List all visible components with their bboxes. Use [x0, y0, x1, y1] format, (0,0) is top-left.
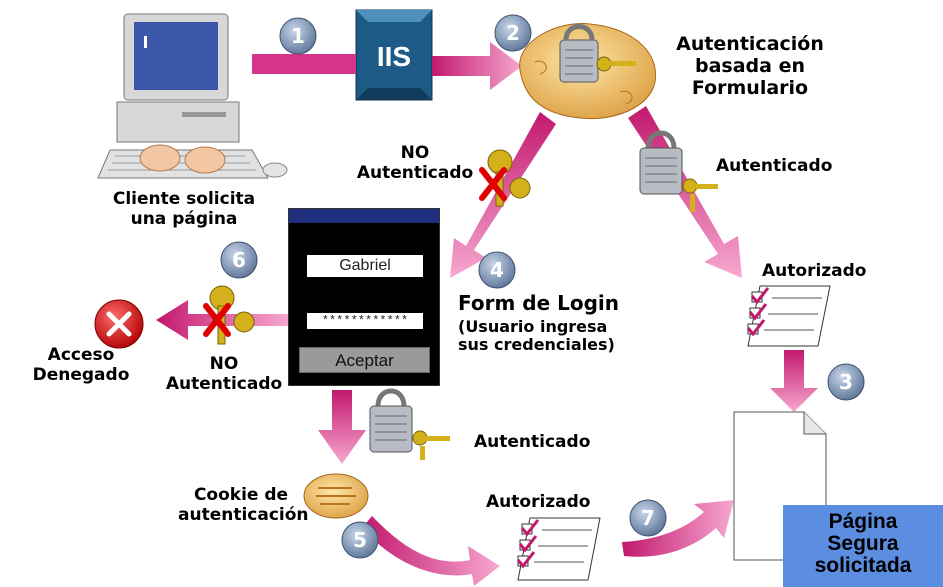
step-5-badge — [341, 521, 379, 559]
secure-page-line-3: solicitada — [814, 554, 912, 577]
cookie-label: Cookie de autenticación — [178, 485, 309, 525]
login-form-title: Form de Login — [458, 291, 619, 315]
login-form-subtitle: (Usuario ingresa sus credenciales) — [458, 317, 615, 355]
auth-cookie-icon — [303, 473, 369, 519]
forms-auth-cookie-icon — [519, 22, 657, 120]
step-3-badge — [827, 363, 865, 401]
not-authenticated-label-left: NO Autenticado — [160, 354, 288, 394]
step-4-number: 4 — [490, 258, 504, 282]
not-auth-top-line-1: NO — [400, 143, 430, 163]
client-label-line-2: una página — [130, 208, 238, 229]
access-denied-label: Acceso Denegado — [26, 345, 136, 385]
forms-auth-line-3: Formulario — [691, 76, 809, 99]
not-auth-left-line-1: NO — [209, 354, 239, 374]
arrow-cookie-to-authorized — [362, 516, 500, 586]
secure-page-line-1: Página — [828, 510, 898, 533]
forms-auth-label: Autenticación basada en Formulario — [660, 33, 840, 100]
authenticated-label-bottom: Autenticado — [474, 432, 591, 452]
arrow-authorized-to-page-bottom — [622, 500, 734, 557]
step-6-badge — [220, 241, 258, 279]
password-field[interactable]: ************ — [307, 313, 423, 329]
authorized-label-right: Autorizado — [762, 261, 867, 281]
step-4-badge — [478, 251, 516, 289]
arrow-client-to-iis — [252, 54, 356, 74]
step-2-badge — [494, 14, 532, 52]
login-form-subtitle-line-2: sus credenciales) — [458, 335, 615, 355]
access-denied-line-2: Denegado — [32, 364, 130, 385]
authorized-checklist-icon-bottom — [516, 517, 601, 581]
not-authenticated-key-icon-top — [479, 149, 531, 207]
step-1-number: 1 — [291, 24, 305, 48]
step-5-number: 5 — [353, 528, 367, 552]
not-auth-top-line-2: Autenticado — [356, 162, 474, 183]
secure-page-line-2: Segura — [827, 532, 899, 555]
step-7-number: 7 — [641, 506, 655, 530]
secure-page-label-box: Página Segura solicitada — [783, 505, 943, 587]
step-2-number: 2 — [506, 21, 520, 45]
login-form-subtitle-line-1: (Usuario ingresa — [458, 317, 608, 336]
authenticated-lock-icon-right — [639, 130, 718, 212]
login-title-bar — [289, 209, 439, 223]
not-authenticated-label-top: NO Autenticado — [350, 143, 480, 183]
arrow-authorized-to-page — [770, 350, 818, 412]
step-7-badge — [629, 499, 667, 537]
forms-auth-line-1: Autenticación — [676, 33, 824, 55]
client-computer-icon — [97, 13, 288, 179]
iis-label: IIS — [377, 41, 411, 72]
forms-auth-line-2: basada en — [694, 54, 805, 77]
not-auth-left-line-2: Autenticado — [165, 373, 283, 394]
access-denied-line-1: Acceso — [47, 345, 115, 365]
authenticated-label-right: Autenticado — [716, 156, 833, 176]
arrow-login-to-cookie — [318, 390, 366, 464]
authorized-label-bottom: Autorizado — [486, 492, 591, 512]
access-denied-icon — [94, 299, 144, 349]
authenticated-lock-icon-bottom — [369, 388, 450, 460]
client-label-line-1: Cliente solicita — [112, 189, 256, 209]
arrow-iis-to-forms — [432, 42, 522, 90]
authorized-checklist-icon-right — [746, 285, 831, 347]
cookie-label-line-2: autenticación — [178, 504, 309, 525]
iis-server-box — [355, 9, 433, 101]
client-label: Cliente solicita una página — [100, 189, 268, 229]
step-3-number: 3 — [839, 370, 853, 394]
login-form-panel: Gabriel ************ Aceptar — [288, 208, 440, 386]
not-authenticated-key-icon-left — [203, 285, 255, 345]
step-1-badge — [279, 17, 317, 55]
cookie-label-line-1: Cookie de — [193, 485, 289, 505]
accept-button[interactable]: Aceptar — [299, 347, 430, 373]
step-6-number: 6 — [232, 248, 246, 272]
username-field[interactable]: Gabriel — [307, 255, 423, 277]
